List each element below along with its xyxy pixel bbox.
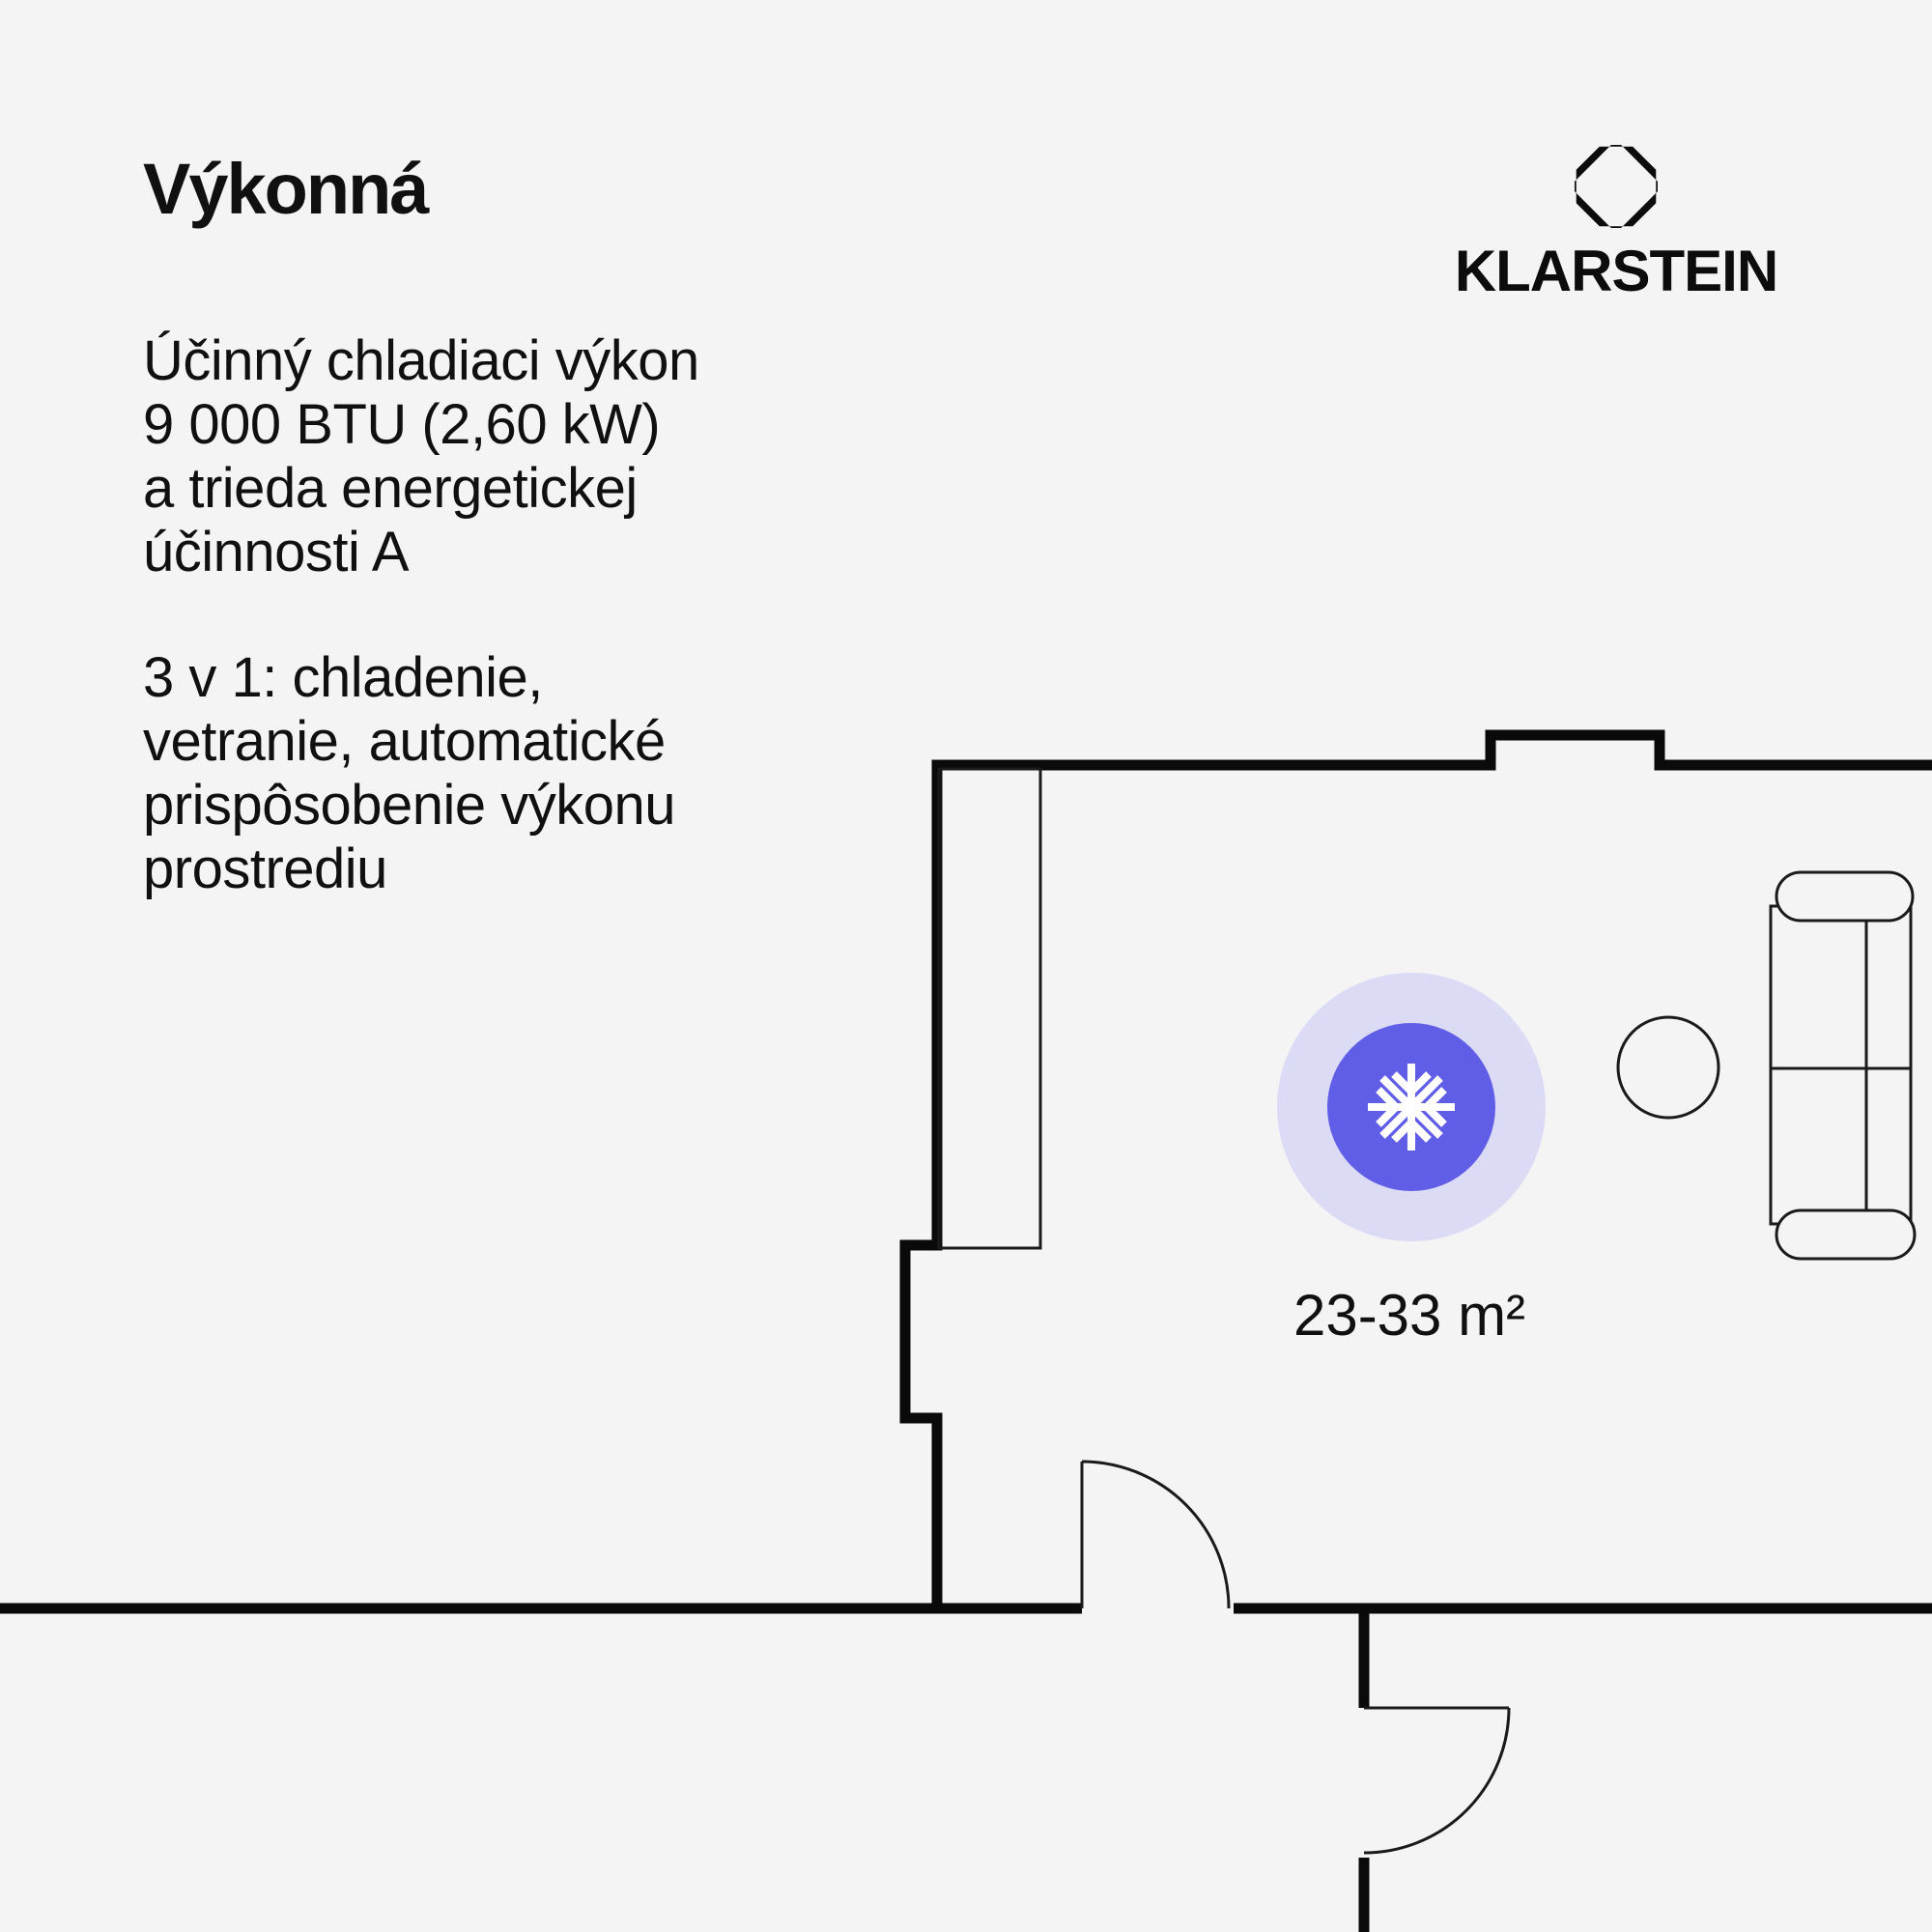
door-corridor-swing-arc <box>1363 1707 1511 1855</box>
door-bottom <box>1080 1460 1231 1609</box>
page-title: Výkonná <box>143 149 429 229</box>
brand-wordmark: KLARSTEIN <box>1454 239 1778 303</box>
side-table <box>1616 1015 1720 1120</box>
window-rect <box>937 767 1042 1250</box>
brand-logo: KLARSTEIN <box>1449 145 1783 302</box>
sofa <box>1769 870 1917 1261</box>
intro-paragraph-3in1: 3 v 1: chladenie, vetranie, automatické … <box>143 646 676 900</box>
sofa-body <box>1769 904 1913 1226</box>
door-bottom-swing-arc <box>1081 1460 1231 1609</box>
door-corridor <box>1363 1706 1511 1855</box>
klarstein-octagon-icon <box>1575 145 1658 228</box>
area-range-label: 23-33 m² <box>1293 1283 1526 1348</box>
top-and-left-wall <box>899 729 1932 1608</box>
intro-paragraph-cooling-power: Účinný chladiaci výkon 9 000 BTU (2,60 k… <box>143 329 699 583</box>
snowflake-icon <box>1368 1064 1455 1151</box>
sofa-armrest-bottom <box>1775 1208 1917 1261</box>
walls <box>0 729 1932 1932</box>
sofa-armrest-top <box>1775 870 1915 923</box>
cooling-badge <box>1277 973 1546 1241</box>
